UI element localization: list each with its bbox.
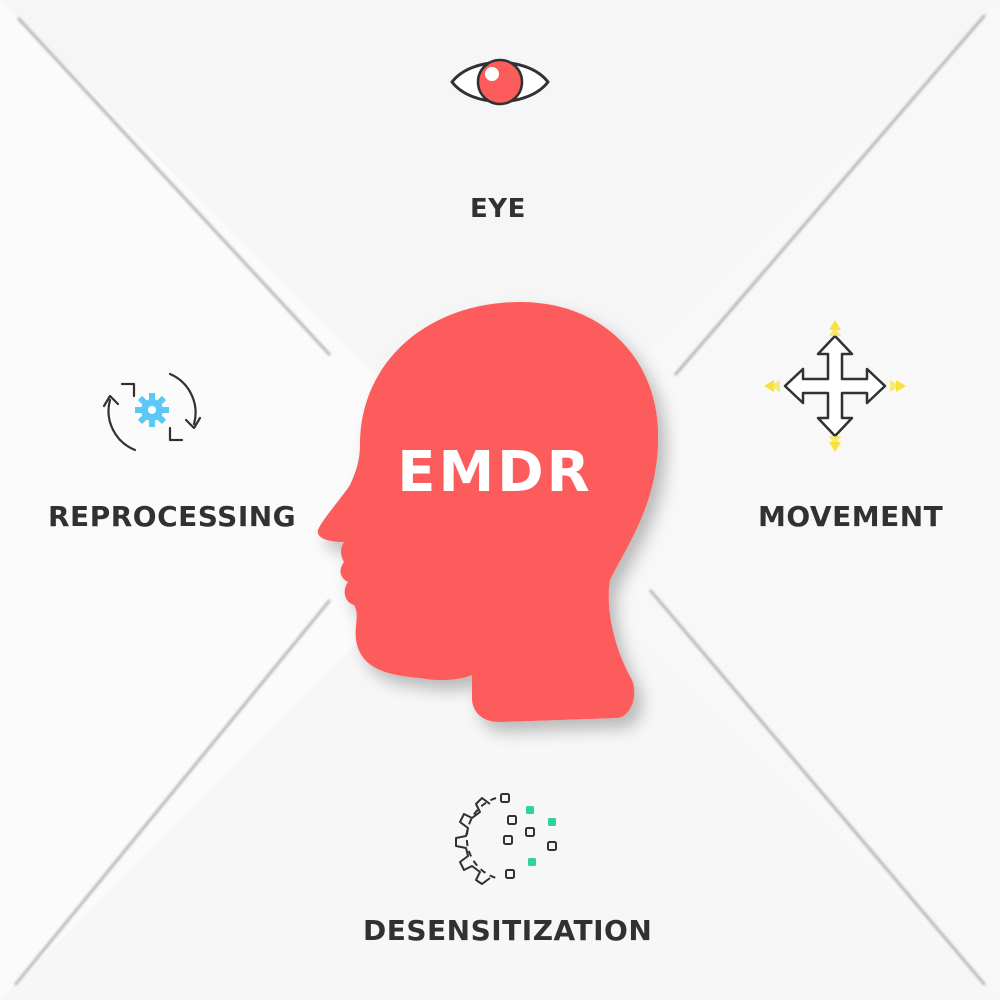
quadrant-right [500,0,1000,1000]
eye-label: EYE [470,194,526,224]
divider-bottom-left [14,599,331,986]
movement-label: MOVEMENT [758,500,944,533]
head-silhouette [300,290,680,750]
desensitization-label: DESENSITIZATION [363,914,653,947]
center-title: EMDR [397,440,593,505]
quadrant-left [0,0,500,1000]
divider-top-left [17,17,331,356]
move-arrows-icon [764,320,906,452]
quadrant-top [0,0,1000,500]
eye-icon [450,58,550,106]
divider-top-right [674,14,986,376]
refresh-gear-icon [102,372,202,452]
divider-bottom-right [649,589,986,986]
reprocessing-label: REPROCESSING [48,500,297,533]
quadrant-bottom [0,500,1000,1000]
gear-dots-icon [455,793,557,885]
